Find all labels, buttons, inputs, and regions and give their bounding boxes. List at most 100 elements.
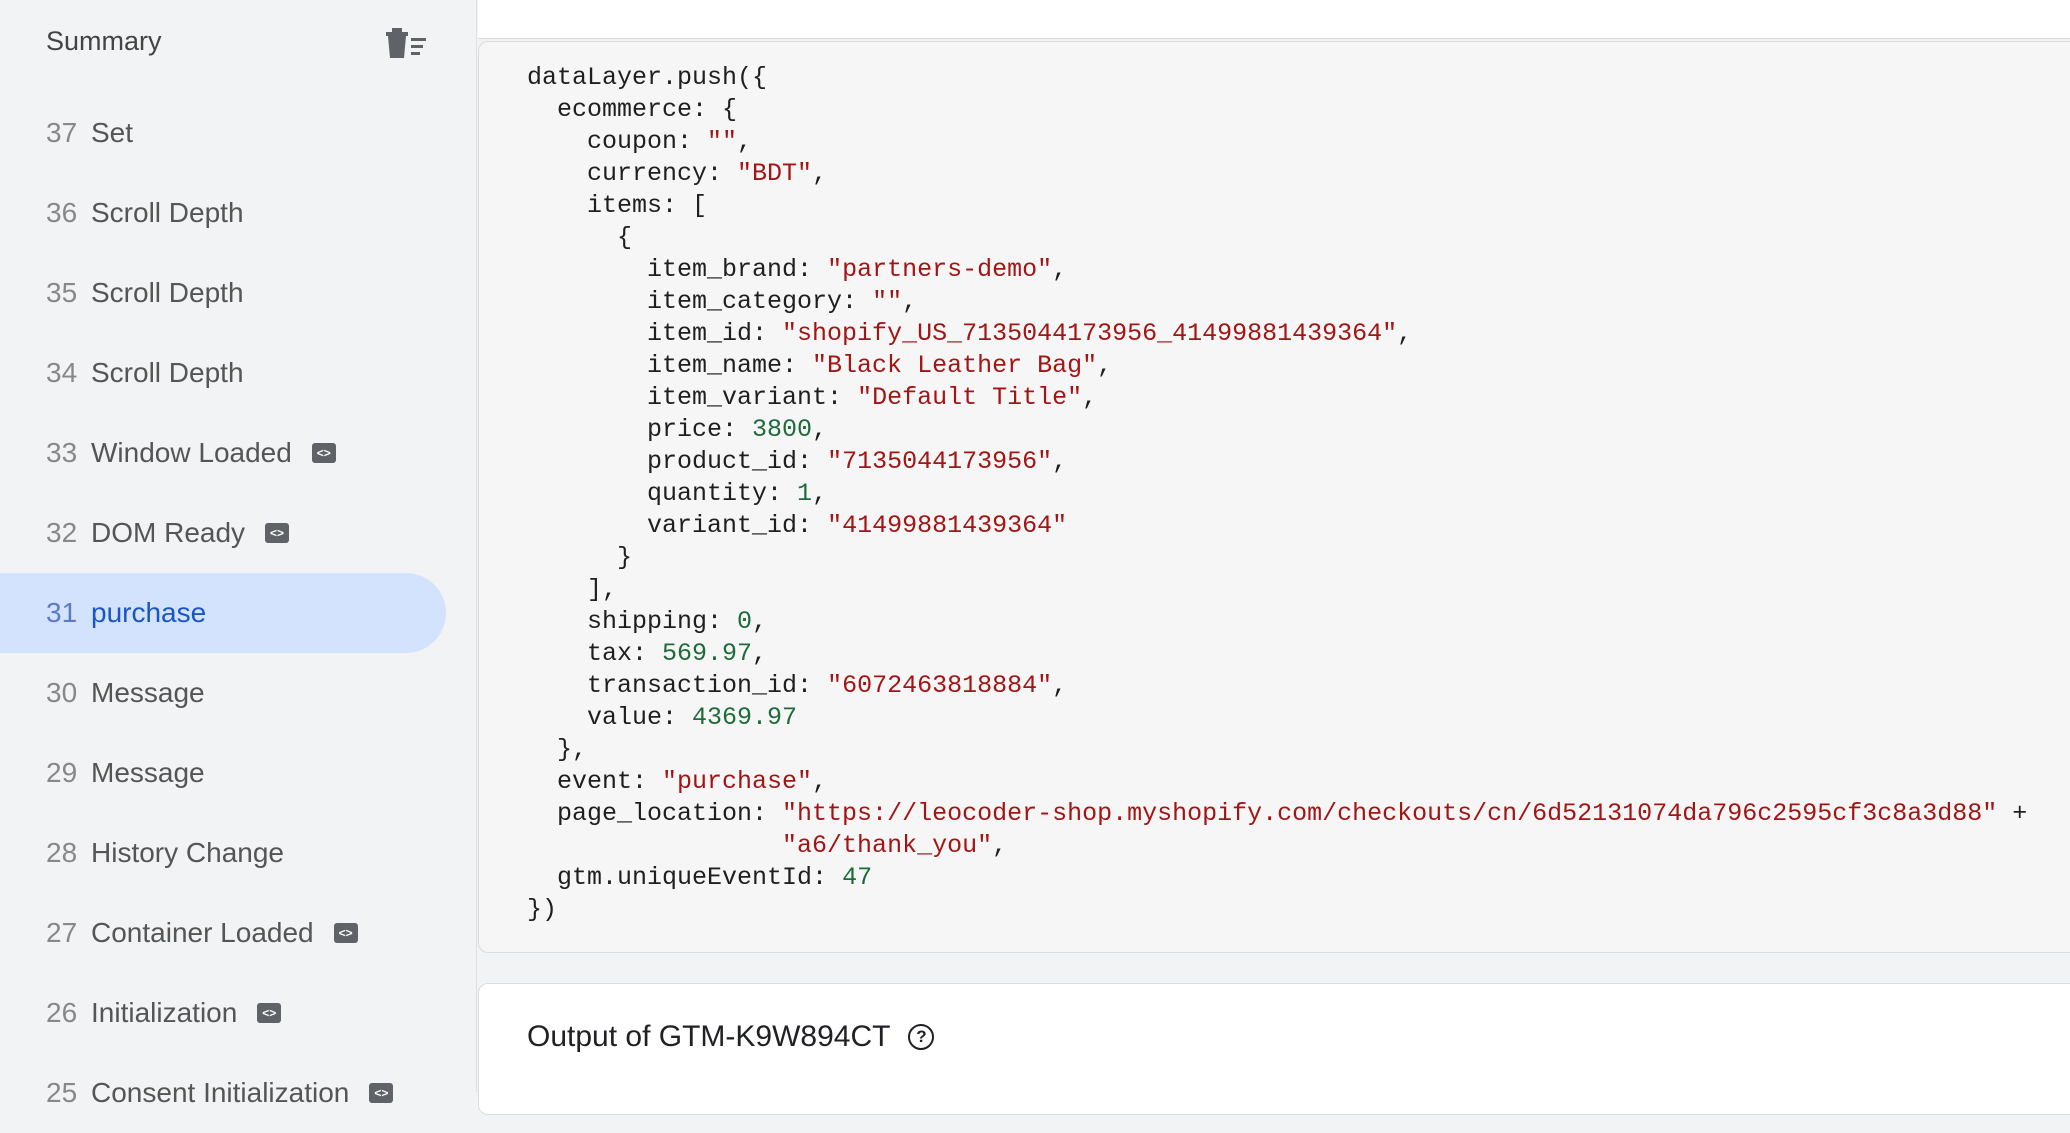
event-number: 25: [46, 1077, 78, 1108]
code-text: {: [527, 223, 633, 252]
code-string: "shopify_US_7135044173956_41499881439364…: [782, 319, 1398, 348]
code-text: currency:: [527, 159, 738, 188]
code-text: ecommerce: {: [527, 95, 738, 124]
tag-fired-icon: <>: [265, 523, 290, 543]
code-text: ,: [812, 415, 828, 444]
code-text: }): [527, 895, 558, 924]
code-line: item_name: "Black Leather Bag",: [527, 350, 2027, 382]
event-list-item[interactable]: 30 Message: [0, 653, 446, 733]
code-text: ,: [752, 639, 768, 668]
code-line: product_id: "7135044173956",: [527, 446, 2027, 478]
event-list-item[interactable]: 36 Scroll Depth: [0, 173, 446, 253]
code-text: coupon:: [527, 127, 708, 156]
help-icon[interactable]: ?: [908, 1024, 935, 1050]
code-text: },: [527, 735, 588, 764]
code-text: ,: [812, 159, 828, 188]
clear-messages-button[interactable]: [384, 26, 430, 60]
code-line: item_id: "shopify_US_7135044173956_41499…: [527, 318, 2027, 350]
event-label: Container Loaded: [91, 917, 314, 948]
code-text: +: [1997, 799, 2028, 828]
code-text: ,: [902, 287, 918, 316]
code-text: ,: [1397, 319, 1413, 348]
event-label: Message: [91, 677, 205, 708]
code-line: item_category: "",: [527, 286, 2027, 318]
event-label: History Change: [91, 837, 284, 868]
code-string: "https://leocoder-shop.myshopify.com/che…: [782, 799, 1998, 828]
event-number: 30: [46, 677, 78, 708]
event-number: 36: [46, 197, 78, 228]
code-line: variant_id: "41499881439364": [527, 510, 2027, 542]
event-number: 34: [46, 357, 78, 388]
code-string: "41499881439364": [827, 511, 1068, 540]
code-text: product_id:: [527, 447, 828, 476]
code-string: "Black Leather Bag": [812, 351, 1098, 380]
code-line: "a6/thank_you",: [527, 830, 2027, 862]
code-line: tax: 569.97,: [527, 638, 2027, 670]
code-text: ,: [1052, 255, 1068, 284]
code-line: price: 3800,: [527, 414, 2027, 446]
code-text: ,: [1097, 351, 1113, 380]
event-number: 26: [46, 997, 78, 1028]
event-number: 28: [46, 837, 78, 868]
code-text: item_category:: [527, 287, 873, 316]
event-list-item[interactable]: 29 Message: [0, 733, 446, 813]
datalayer-code: dataLayer.push({ ecommerce: { coupon: ""…: [527, 62, 2027, 926]
code-number: 569.97: [662, 639, 753, 668]
code-text: variant_id:: [527, 511, 828, 540]
code-text: [527, 831, 782, 860]
event-list-item[interactable]: 34 Scroll Depth: [0, 333, 446, 413]
code-text: shipping:: [527, 607, 738, 636]
tag-fired-icon: <>: [311, 443, 336, 463]
code-number: 3800: [752, 415, 813, 444]
code-line: page_location: "https://leocoder-shop.my…: [527, 798, 2027, 830]
event-number: 33: [46, 437, 78, 468]
event-list-item[interactable]: 27 Container Loaded<>: [0, 893, 446, 973]
code-text: event:: [527, 767, 663, 796]
code-string: "": [707, 127, 738, 156]
code-number: 4369.97: [692, 703, 798, 732]
code-string: "partners-demo": [827, 255, 1053, 284]
code-string: "6072463818884": [827, 671, 1053, 700]
tag-fired-icon: <>: [369, 1083, 394, 1103]
event-number: 35: [46, 277, 78, 308]
event-label: Window Loaded: [91, 437, 292, 468]
event-list-item[interactable]: 35 Scroll Depth: [0, 253, 446, 333]
code-string: "Default Title": [857, 383, 1083, 412]
code-line: ecommerce: {: [527, 94, 2027, 126]
tag-fired-icon: <>: [333, 923, 358, 943]
code-text: item_name:: [527, 351, 813, 380]
code-line: quantity: 1,: [527, 478, 2027, 510]
code-string: "BDT": [737, 159, 813, 188]
code-line: currency: "BDT",: [527, 158, 2027, 190]
code-text: transaction_id:: [527, 671, 828, 700]
code-text: ,: [812, 767, 828, 796]
code-number: 0: [737, 607, 753, 636]
code-text: item_id:: [527, 319, 783, 348]
code-text: dataLayer.push({: [527, 63, 768, 92]
code-number: 47: [842, 863, 873, 892]
code-text: ,: [1082, 383, 1098, 412]
event-list-item[interactable]: 26 Initialization<>: [0, 973, 446, 1053]
event-list-item[interactable]: 33 Window Loaded <>: [0, 413, 446, 493]
event-list-item[interactable]: 28 History Change: [0, 813, 446, 893]
code-string: "a6/thank_you": [782, 831, 993, 860]
event-number: 37: [46, 117, 78, 148]
delete-sweep-icon: [386, 28, 426, 58]
event-number: 29: [46, 757, 78, 788]
code-line: },: [527, 734, 2027, 766]
code-text: ,: [737, 127, 753, 156]
code-number: 1: [797, 479, 813, 508]
code-text: ,: [1052, 671, 1068, 700]
event-label: Scroll Depth: [91, 197, 244, 228]
event-list-item[interactable]: 37 Set: [0, 93, 446, 173]
code-text: item_brand:: [527, 255, 828, 284]
event-list-item[interactable]: 25 Consent Initialization <>: [0, 1053, 446, 1133]
event-list-item[interactable]: 31 purchase: [0, 573, 446, 653]
event-label: Consent Initialization: [91, 1077, 350, 1108]
event-list-item[interactable]: 32 DOM Ready<>: [0, 493, 446, 573]
code-line: event: "purchase",: [527, 766, 2027, 798]
output-card: Output of GTM-K9W894CT ?: [478, 983, 2070, 1115]
event-label: Scroll Depth: [91, 277, 244, 308]
code-line: item_variant: "Default Title",: [527, 382, 2027, 414]
